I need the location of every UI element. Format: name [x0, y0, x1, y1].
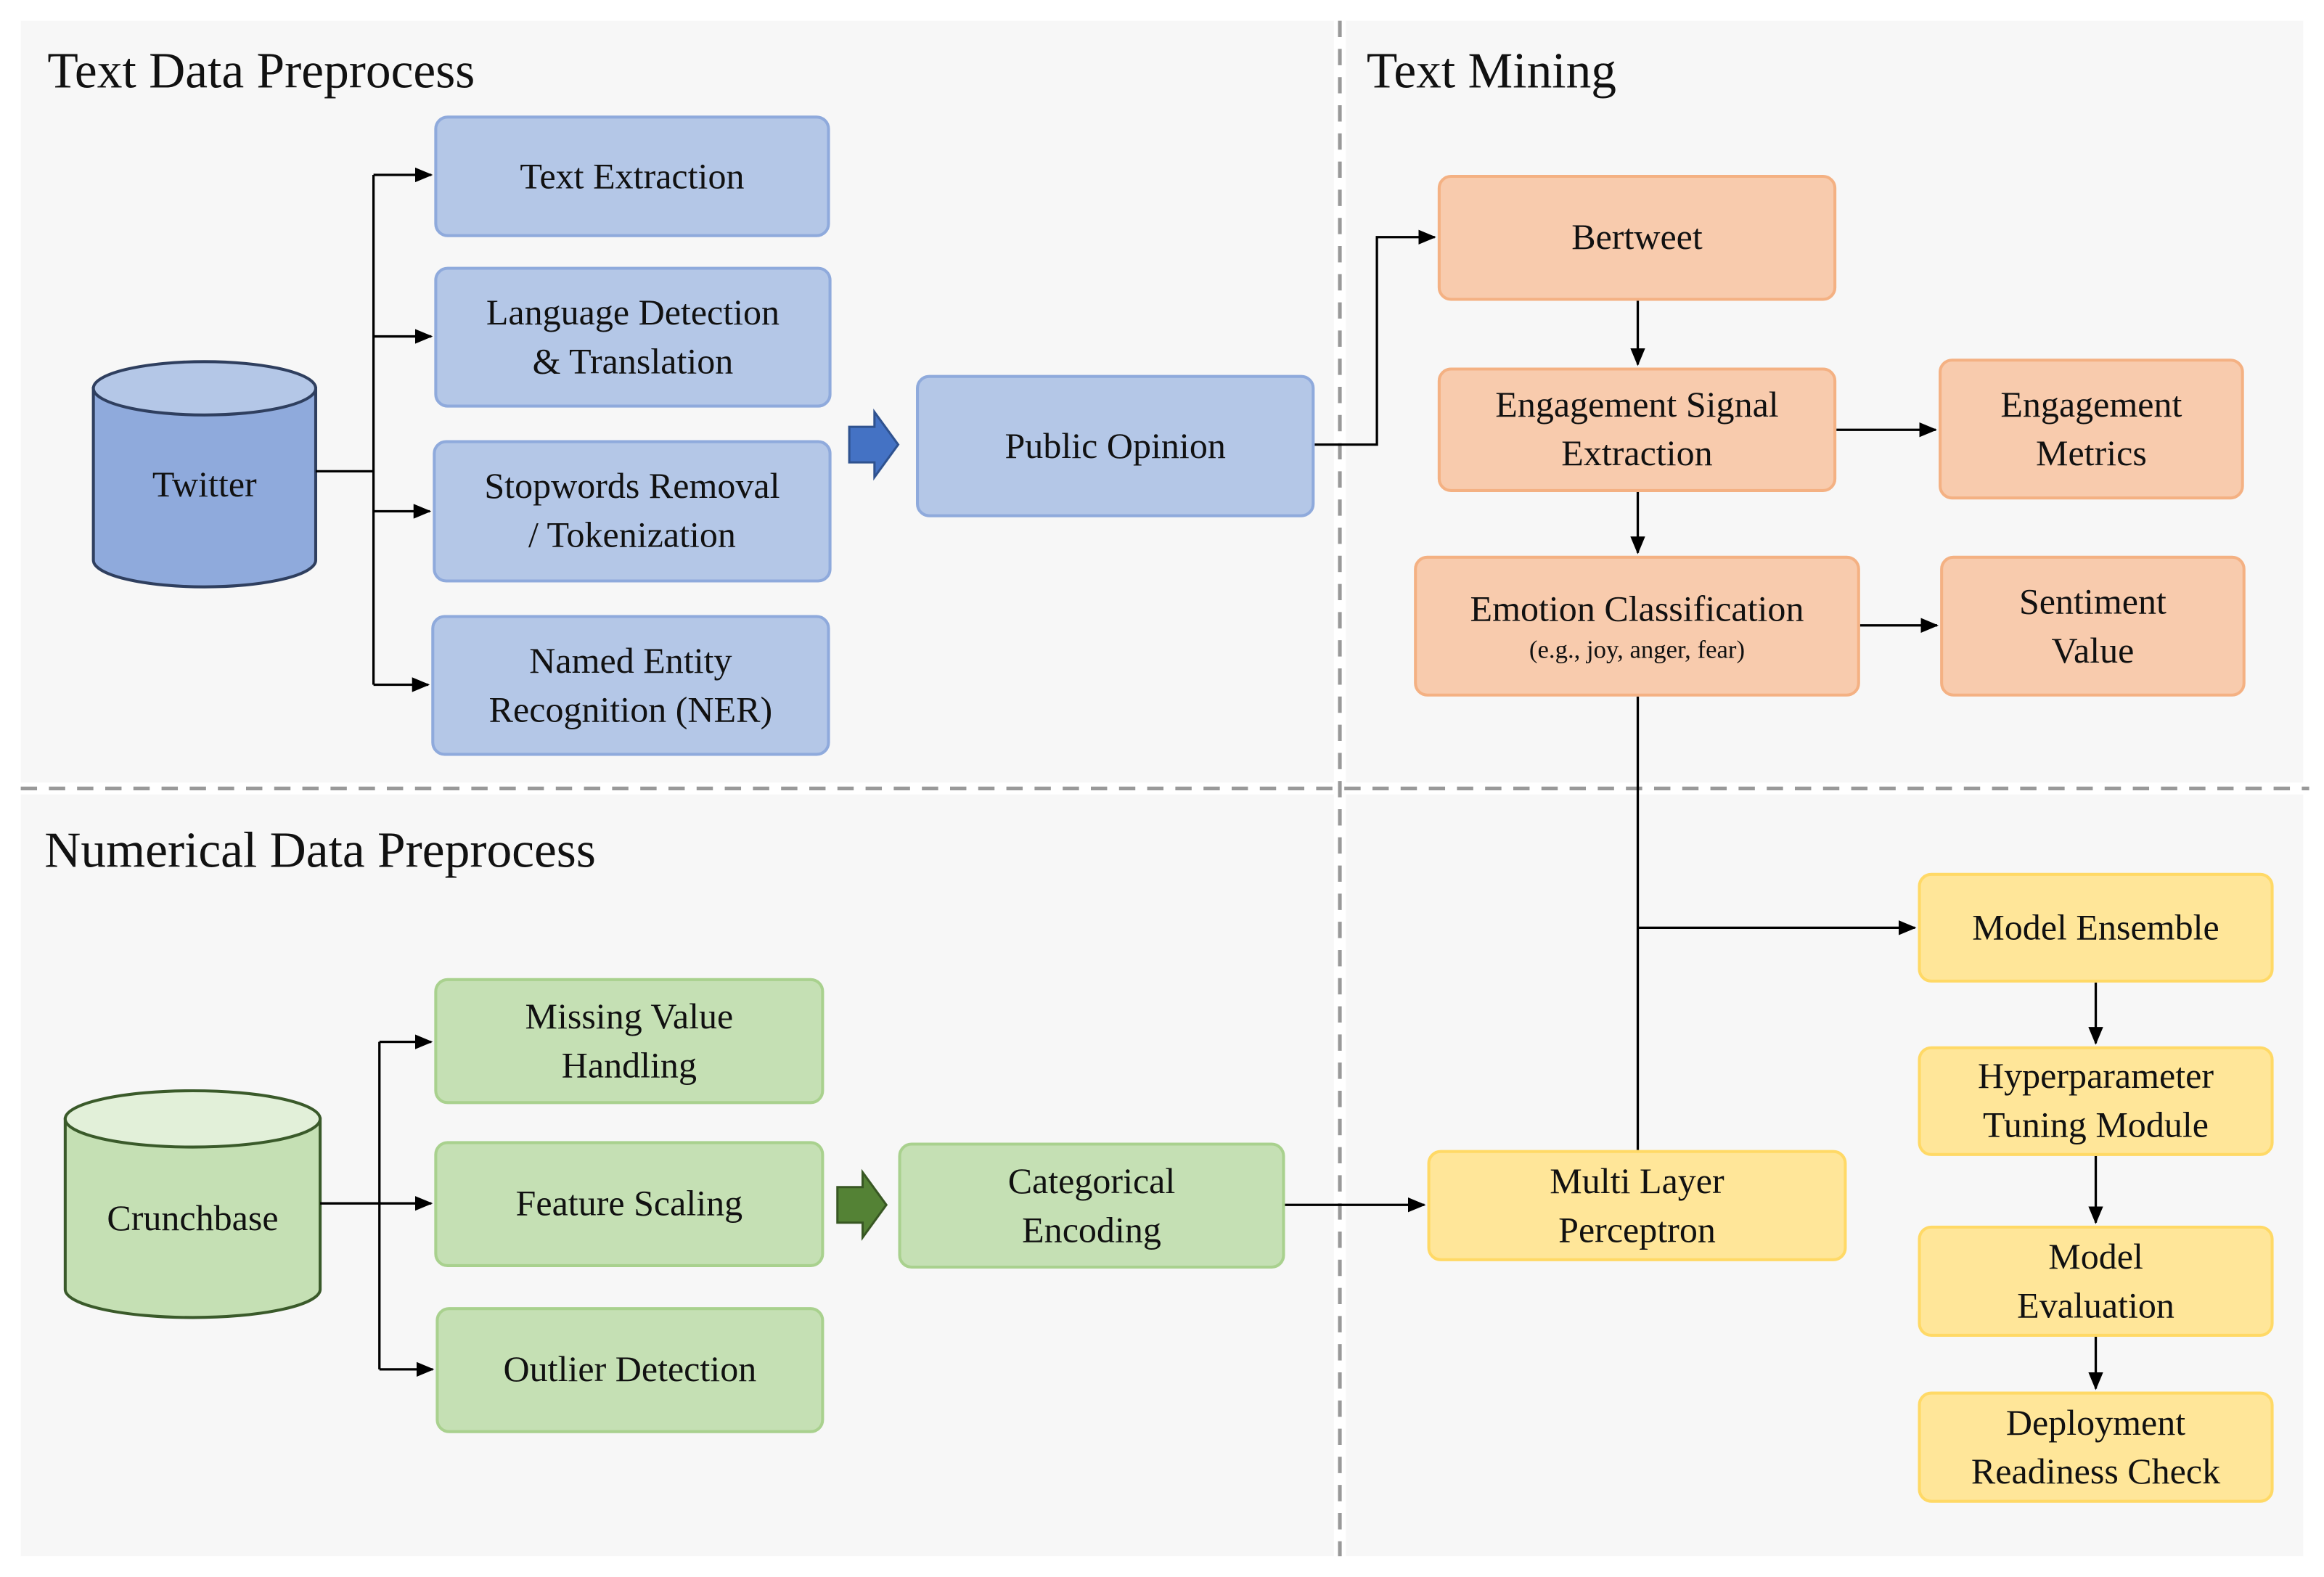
mlp-line-1: Multi Layer — [1550, 1160, 1724, 1202]
bertweet-box: Bertweet — [1437, 174, 1837, 301]
model-evaluation-box: Model Evaluation — [1918, 1225, 2274, 1337]
model-ensemble-box: Model Ensemble — [1918, 872, 2274, 983]
missing-value-line-1: Missing Value — [525, 996, 734, 1037]
hyperparameter-tuning-line-1: Hyperparameter — [1978, 1057, 2214, 1097]
section-title-text-preprocess: Text Data Preprocess — [47, 44, 475, 99]
blue-block-arrow — [848, 408, 900, 481]
deployment-readiness-line-1: Deployment — [2005, 1402, 2186, 1443]
sentiment-value-box: Sentiment Value — [1940, 555, 2246, 697]
crunchbase-label: Crunchbase — [107, 1199, 279, 1240]
language-detection-line-2: & Translation — [532, 341, 734, 382]
hyperparameter-tuning-line-2: Tuning Module — [1983, 1105, 2209, 1146]
outlier-detection-box: Outlier Detection — [435, 1307, 825, 1433]
sentiment-value-line-1: Sentiment — [2018, 581, 2167, 622]
text-extraction-box: Text Extraction — [434, 115, 830, 237]
section-title-text-mining: Text Mining — [1366, 44, 1617, 99]
model-evaluation-line-2: Evaluation — [2017, 1285, 2174, 1326]
language-detection-line-1: Language Detection — [486, 292, 780, 333]
engagement-signal-line-1: Engagement Signal — [1495, 385, 1779, 426]
deployment-readiness-line-2: Readiness Check — [1971, 1451, 2221, 1492]
engagement-signal-box: Engagement Signal Extraction — [1437, 367, 1837, 492]
language-detection-box: Language Detection & Translation — [434, 266, 832, 408]
mlp-line-2: Perceptron — [1558, 1210, 1716, 1250]
model-evaluation-line-1: Model — [2048, 1237, 2143, 1277]
engagement-metrics-box: Engagement Metrics — [1939, 359, 2244, 500]
engagement-metrics-line-2: Metrics — [2035, 433, 2147, 474]
green-block-arrow — [836, 1168, 888, 1241]
categorical-encoding-line-1: Categorical — [1007, 1160, 1176, 1202]
section-title-numerical-preprocess: Numerical Data Preprocess — [44, 824, 596, 879]
categorical-encoding-line-2: Encoding — [1022, 1210, 1161, 1250]
feature-scaling-line-1: Feature Scaling — [515, 1184, 743, 1224]
missing-value-line-2: Handling — [561, 1045, 697, 1086]
engagement-metrics-line-1: Engagement — [2000, 384, 2182, 425]
twitter-label: Twitter — [152, 465, 257, 506]
named-entity-box: Named Entity Recognition (NER) — [431, 615, 830, 756]
stopwords-removal-line-1: Stopwords Removal — [484, 467, 780, 507]
feature-scaling-box: Feature Scaling — [434, 1141, 825, 1267]
hyperparameter-tuning-box: Hyperparameter Tuning Module — [1918, 1046, 2274, 1156]
sentiment-value-line-2: Value — [2051, 630, 2135, 671]
stopwords-removal-line-2: / Tokenization — [528, 515, 736, 556]
twitter-cylinder — [91, 360, 318, 589]
mlp-box: Multi Layer Perceptron — [1427, 1150, 1847, 1261]
named-entity-line-2: Recognition (NER) — [488, 689, 773, 730]
engagement-signal-line-2: Extraction — [1561, 434, 1713, 475]
emotion-classification-examples: (e.g., joy, anger, fear) — [1529, 636, 1746, 664]
outlier-detection-line-1: Outlier Detection — [503, 1350, 757, 1390]
emotion-classification-title: Emotion Classification — [1470, 589, 1804, 630]
text-extraction-line-1: Text Extraction — [520, 156, 745, 197]
model-ensemble-line-1: Model Ensemble — [1972, 907, 2219, 948]
stopwords-removal-box: Stopwords Removal / Tokenization — [433, 440, 832, 583]
public-opinion-box: Public Opinion — [916, 374, 1315, 517]
missing-value-box: Missing Value Handling — [434, 978, 825, 1105]
crunchbase-cylinder — [63, 1089, 322, 1319]
deployment-readiness-box: Deployment Readiness Check — [1918, 1391, 2274, 1503]
categorical-encoding-box: Categorical Encoding — [898, 1142, 1285, 1269]
named-entity-line-1: Named Entity — [529, 641, 732, 681]
emotion-classification-box: Emotion Classification (e.g., joy, anger… — [1414, 555, 1860, 697]
